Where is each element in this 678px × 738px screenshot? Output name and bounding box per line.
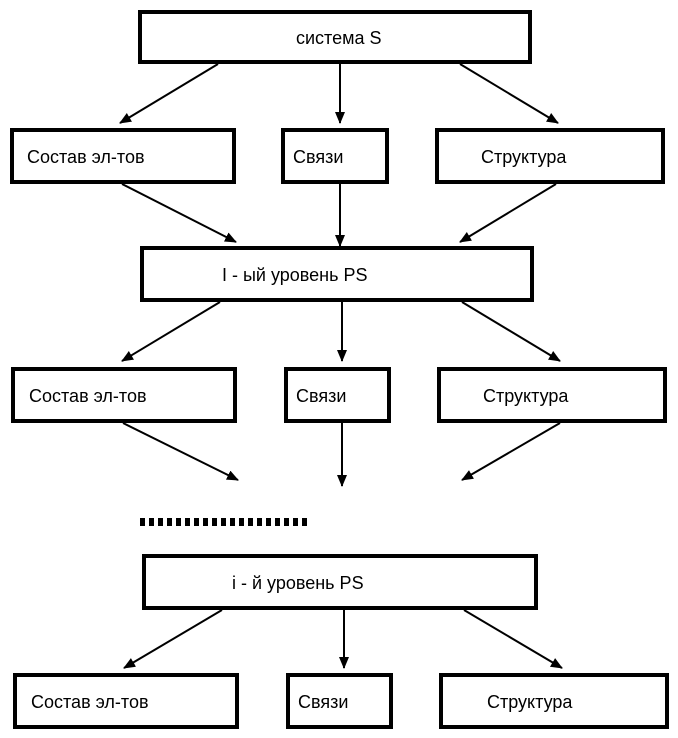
level-1-label: I - ый уровень PS (222, 265, 368, 285)
links-node-1: Связи (281, 128, 389, 184)
arrow-level1-to-structure-2 (461, 301, 561, 362)
elements-label-3: Состав эл-тов (31, 692, 149, 712)
arrow-elements-1-to-level1 (121, 183, 237, 243)
structure-label-3: Структура (487, 692, 573, 712)
structure-node-2: Структура (437, 367, 667, 423)
elements-node-2: Состав эл-тов (11, 367, 237, 423)
arrow-structure-2-down (461, 422, 561, 481)
arrow-elements-2-down (122, 422, 239, 481)
structure-node-3: Структура (439, 673, 669, 729)
arrow-system-to-elements-1 (119, 63, 219, 124)
links-label-2: Связи (296, 386, 346, 406)
links-node-2: Связи (284, 367, 391, 423)
elements-label-2: Состав эл-тов (29, 386, 147, 406)
arrow-leveli-to-structure-3 (463, 609, 563, 669)
structure-label-1: Структура (481, 147, 567, 167)
system-s-label: система S (296, 28, 382, 48)
elements-node-3: Состав эл-тов (13, 673, 239, 729)
elements-label-1: Состав эл-тов (27, 147, 145, 167)
level-i-node: i - й уровень PS (142, 554, 538, 610)
links-label-3: Связи (298, 692, 348, 712)
structure-label-2: Структура (483, 386, 569, 406)
structure-node-1: Структура (435, 128, 665, 184)
links-node-3: Связи (286, 673, 393, 729)
links-label-1: Связи (293, 147, 343, 167)
level-i-label: i - й уровень PS (232, 573, 364, 593)
arrow-structure-1-to-level1 (459, 183, 557, 243)
arrow-leveli-to-elements-3 (123, 609, 223, 669)
arrow-system-to-structure-1 (459, 63, 559, 124)
elements-node-1: Состав эл-тов (10, 128, 236, 184)
level-1-node: I - ый уровень PS (140, 246, 534, 302)
system-s-node: система S (138, 10, 532, 64)
arrow-level1-to-elements-2 (121, 301, 221, 362)
